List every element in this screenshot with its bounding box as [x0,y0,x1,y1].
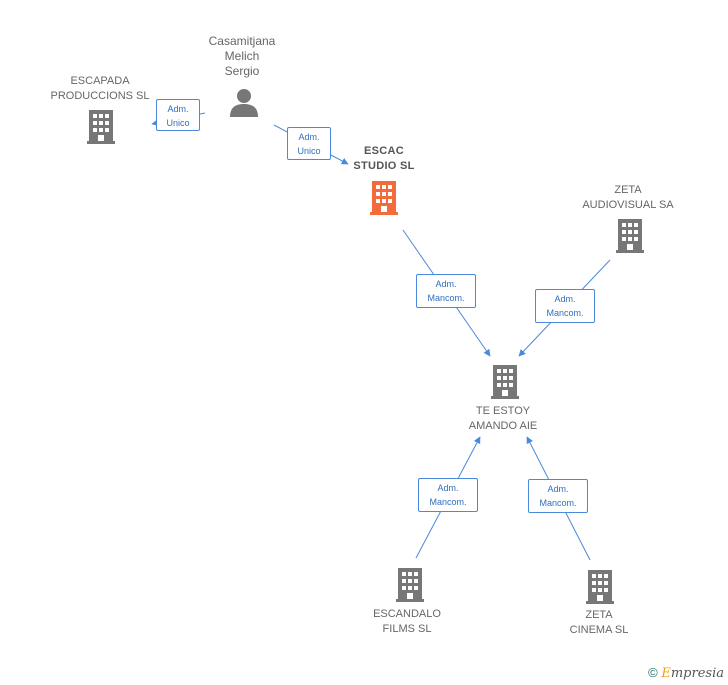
building-icon-escac [370,181,398,215]
company-name-te-estoy[interactable]: TE ESTOY AMANDO AIE [468,405,538,432]
edge-label-person-escapada: Adm. Unico [156,99,200,131]
building-icon-escapada [87,110,115,144]
building-icon-te-estoy [491,365,519,399]
company-name-escandalo[interactable]: ESCANDALO FILMS SL [373,608,441,635]
brand-e: E [661,666,671,681]
company-name-zeta-cinema[interactable]: ZETA CINEMA SL [569,609,629,636]
building-icon-escandalo [396,568,424,602]
empresia-logo[interactable]: © Empresia [648,665,724,681]
edge-label-escac-te: Adm. Mancom. [416,274,476,308]
copyright-symbol: © [648,665,658,680]
building-icon-zeta-cinema [586,570,614,604]
edge-label-zeta-av-te: Adm. Mancom. [535,289,595,323]
person-icon [230,89,258,117]
brand-name: mpresia [670,666,724,681]
edge-label-escandalo-te: Adm. Mancom. [418,478,478,512]
edge-label-person-escac: Adm. Unico [287,127,331,160]
person-name[interactable]: Casamitjana Melich Sergio [208,34,276,78]
edge-label-zeta-cinema-te: Adm. Mancom. [528,479,588,513]
company-name-zeta-audiovisual[interactable]: ZETA AUDIOVISUAL SA [582,184,674,211]
company-name-escapada[interactable]: ESCAPADA PRODUCCIONS SL [50,75,150,102]
company-name-escac[interactable]: ESCAC STUDIO SL [353,145,415,172]
building-icon-zeta-audiovisual [616,219,644,253]
